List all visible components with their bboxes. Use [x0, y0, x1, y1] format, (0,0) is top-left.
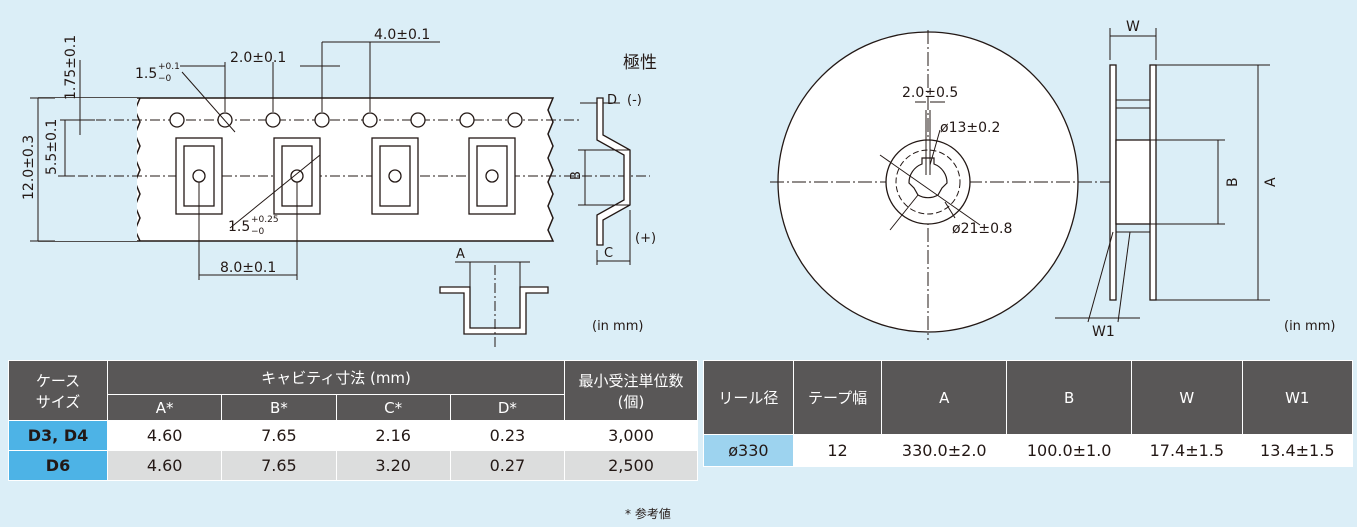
dim-slot: 2.0±0.5: [902, 85, 958, 101]
label-d: D: [607, 93, 617, 108]
table-row: D6 4.60 7.65 3.20 0.27 2,500: [8, 450, 698, 481]
dim-cavity-hole-diameter: 1.5: [228, 219, 250, 235]
col-c-header: C*: [335, 394, 451, 421]
cavity-dim-header: キャビティ寸法 (mm): [107, 360, 565, 395]
reel-diameter-header: リール径: [703, 360, 794, 435]
dim-cavity-offset: 2.0±0.1: [230, 50, 286, 66]
reel-w1-header: W1: [1241, 360, 1354, 435]
tape-cross-section: [439, 286, 549, 335]
tape-diagram: 4.0±0.1 2.0±0.1 1.75±0.1 12.0±0.3 5.5±0.…: [21, 27, 657, 350]
reel-b-cell: 100.0±1.0: [1006, 434, 1133, 467]
label-w1: W1: [1092, 324, 1115, 340]
tape-width-cell: 12: [792, 434, 883, 467]
c-cell: 2.16: [335, 420, 451, 451]
dim-cavity-hole-tol-up: +0.25: [251, 215, 279, 225]
tape-spec-table: ケース サイズ キャビティ寸法 (mm) 最小受注単位数 (個) A* B* C…: [8, 360, 698, 481]
col-b-header: B*: [221, 394, 337, 421]
reel-a-header: A: [881, 360, 1008, 435]
dim-center: 5.5±0.1: [44, 119, 60, 175]
polarity-plus: (+): [635, 231, 656, 246]
label-b: B: [569, 171, 584, 180]
reel-label-a: A: [1263, 177, 1279, 187]
col-d-header: D*: [449, 394, 566, 421]
a-cell: 4.60: [106, 420, 223, 451]
tape-unit: (in mm): [592, 319, 643, 334]
reel-spec-table: リール径 テープ幅 A B W W1 ø330 12 330.0±2.0 100…: [703, 360, 1354, 467]
reel-diagram: 2.0±0.5 ø13±0.2 ø21±0.8 W B A W1 (in mm): [770, 19, 1335, 340]
reel-hub: [908, 157, 948, 199]
a-cell: 4.60: [106, 450, 223, 481]
moq-cell: 3,000: [564, 420, 698, 451]
reel-w-header: W: [1131, 360, 1243, 435]
tape-side-profile: [596, 97, 631, 246]
moq-header: 最小受注単位数 (個): [564, 360, 698, 421]
reel-unit: (in mm): [1284, 319, 1335, 334]
dim-edge: 1.75±0.1: [63, 35, 79, 100]
dim-hole-tol-dn: −0: [158, 74, 172, 84]
d-cell: 0.27: [449, 450, 566, 481]
case-size-header: ケース サイズ: [8, 360, 108, 421]
dim-hub: ø13±0.2: [940, 120, 1000, 136]
dim-hole-diameter: 1.5: [135, 66, 157, 82]
reel-w1-cell: 13.4±1.5: [1241, 434, 1354, 467]
dim-cavity-hole-tol-dn: −0: [251, 227, 265, 237]
dim-hole-pitch: 4.0±0.1: [374, 27, 430, 43]
tape-width-header: テープ幅: [792, 360, 883, 435]
label-a: A: [456, 247, 465, 262]
reel-b-header: B: [1006, 360, 1133, 435]
reel-a-cell: 330.0±2.0: [881, 434, 1008, 467]
case-cell: D3, D4: [8, 420, 108, 451]
dim-flange-hole: ø21±0.8: [952, 221, 1012, 237]
moq-cell: 2,500: [564, 450, 698, 481]
label-w: W: [1126, 19, 1140, 35]
dim-cavity-pitch: 8.0±0.1: [220, 260, 276, 276]
c-cell: 3.20: [335, 450, 451, 481]
reel-side-flange-right: [1149, 64, 1157, 301]
reel-label-b: B: [1225, 177, 1241, 187]
b-cell: 7.65: [221, 420, 337, 451]
d-cell: 0.23: [449, 420, 566, 451]
footnote: * 参考値: [625, 507, 671, 521]
polarity-label: 極性: [623, 53, 657, 73]
case-cell: D6: [8, 450, 108, 481]
reel-w-cell: 17.4±1.5: [1131, 434, 1243, 467]
col-a-header: A*: [106, 394, 223, 421]
reel-side-flange-left: [1109, 64, 1117, 301]
table-row: D3, D4 4.60 7.65 2.16 0.23 3,000: [8, 420, 698, 451]
table-row: ø330 12 330.0±2.0 100.0±1.0 17.4±1.5 13.…: [703, 434, 1354, 467]
dim-width: 12.0±0.3: [21, 135, 37, 200]
label-c: C: [604, 246, 613, 261]
polarity-minus: (-): [627, 93, 642, 108]
dim-hole-tol-up: +0.1: [158, 62, 180, 72]
b-cell: 7.65: [221, 450, 337, 481]
reel-side-hub: [1115, 139, 1151, 225]
reel-diameter-cell: ø330: [703, 434, 794, 467]
